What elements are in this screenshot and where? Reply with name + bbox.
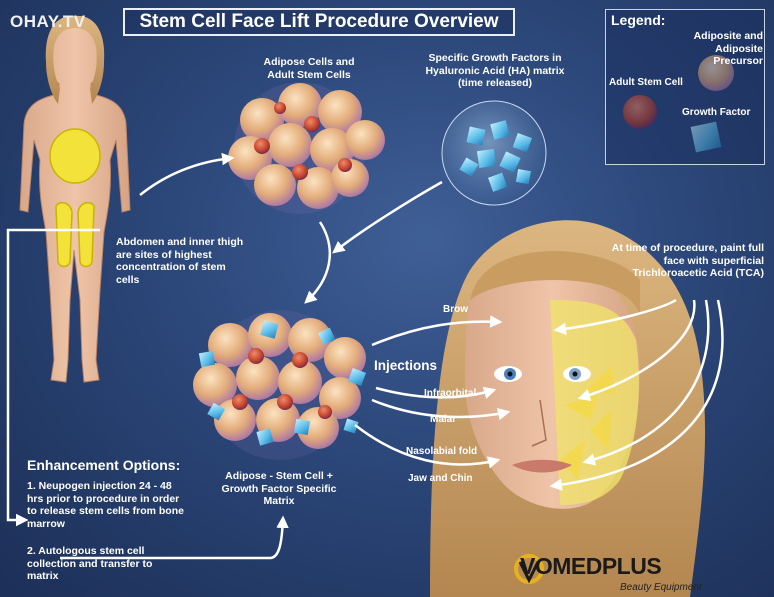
legend (605, 9, 765, 165)
brand-logo-mark (514, 554, 544, 584)
legend-heading: Legend: (611, 12, 666, 28)
label-site-jaw-chin: Jaw and Chin (408, 473, 473, 484)
body-figure (19, 15, 131, 383)
flow-arrows (6, 152, 724, 560)
enhancement-heading: Enhancement Options: (27, 457, 181, 473)
enhancement-option-2: 2. Autologous stem cell collection and t… (27, 545, 153, 582)
legend-item-stem-cell: Adult Stem Cell (609, 77, 683, 88)
legend-item-growth-factor: Growth Factor (682, 107, 751, 118)
label-abdomen-note: Abdomen and inner thigh are sites of hig… (116, 236, 244, 286)
label-growth-factors: Specific Growth Factors in Hyaluronic Ac… (425, 52, 565, 89)
label-site-infraorbital: Infraorbital (424, 388, 477, 399)
label-tca-note: At time of procedure, paint full face wi… (611, 242, 764, 279)
label-matrix: Adipose - Stem Cell + Growth Factor Spec… (221, 470, 337, 507)
label-site-brow: Brow (443, 304, 468, 315)
top-cell-cluster (228, 82, 385, 214)
watermark: OHAY.TV (10, 12, 86, 31)
label-adipose-cells: Adipose Cells and Adult Stem Cells (263, 56, 355, 81)
label-site-malar: Malar (430, 414, 457, 425)
brand-name: VOMEDPLUS (520, 553, 662, 579)
enhancement-option-1: 1. Neupogen injection 24 - 48 hrs prior … (27, 480, 184, 530)
brand-tagline: Beauty Equipment (620, 582, 702, 593)
label-injections: Injections (374, 358, 438, 373)
legend-item-adiposite: Adiposite and Adiposite Precursor (693, 30, 763, 67)
legend-icons (623, 55, 734, 153)
growth-factor-sphere (441, 100, 547, 206)
page-title: Stem Cell Face Lift Procedure Overview (123, 8, 515, 36)
matrix-cell-cluster (193, 310, 366, 460)
label-site-nasolabial: Nasolabial fold (406, 446, 478, 457)
